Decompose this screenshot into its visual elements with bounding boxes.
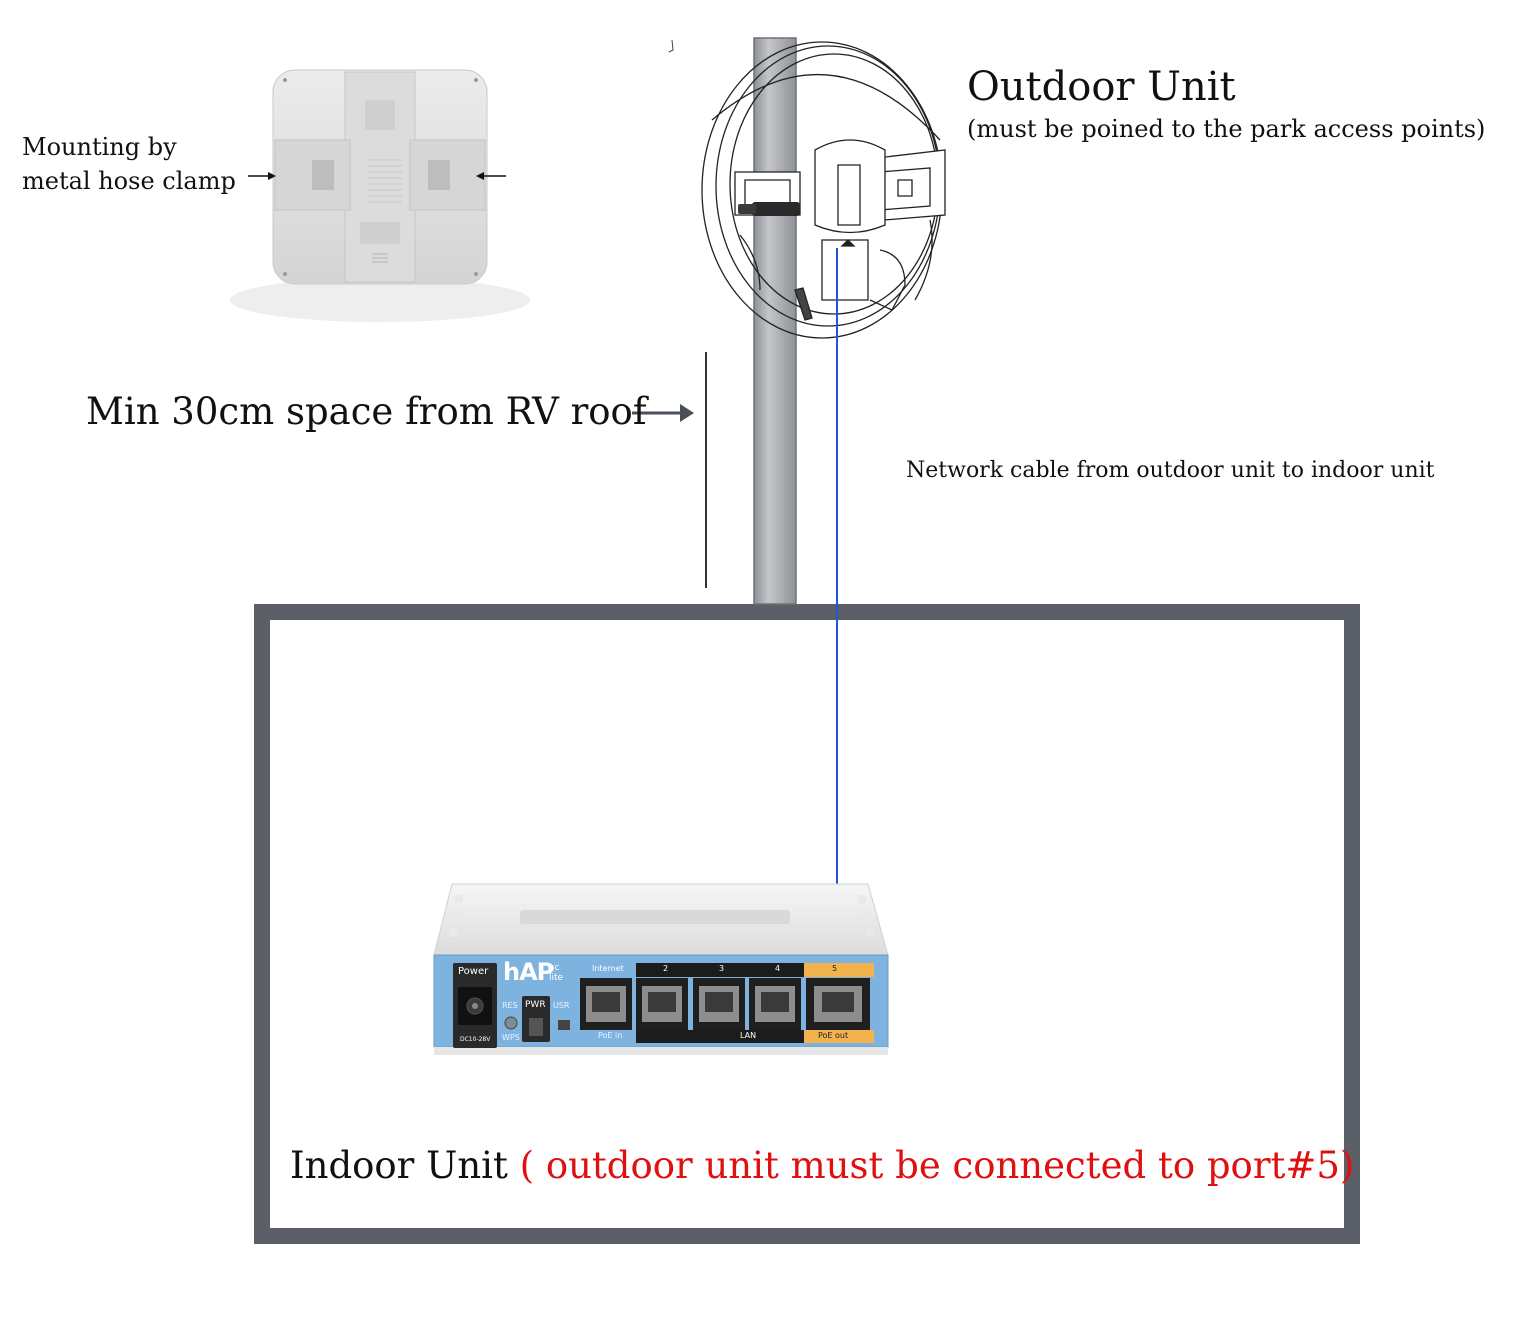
router-port-3-label: 3: [719, 964, 725, 973]
arrow-right-icon: [248, 172, 276, 180]
indoor-unit-caption: Indoor Unit ( outdoor unit must be conne…: [290, 1141, 1354, 1191]
top-tick-mark: [668, 39, 674, 53]
router-port-2-label: 2: [663, 964, 669, 973]
arrow-left-icon: [476, 172, 506, 180]
network-cable-label: Network cable from outdoor unit to indoo…: [906, 458, 1435, 483]
mounting-label-line1: Mounting by: [22, 133, 177, 161]
router-power-label: Power: [458, 966, 489, 977]
min-space-label: Min 30cm space from RV roof: [86, 390, 647, 433]
router-internet-label: Internet: [592, 964, 624, 973]
router-res-label: RES: [502, 1001, 518, 1010]
router-wps-label: WPS: [502, 1033, 520, 1042]
router-pwr-label: PWR: [525, 1000, 546, 1010]
router-model-sub-bottom: lite: [549, 973, 564, 983]
router-poe-out-label: PoE out: [818, 1031, 849, 1040]
outdoor-unit-subtitle: (must be poined to the park access point…: [967, 115, 1486, 143]
dish-antenna-icon: [701, 41, 946, 339]
router-dc-label: DC10-28V: [460, 1036, 491, 1043]
mounting-label-line2: metal hose clamp: [22, 167, 236, 195]
indoor-enclosure: [254, 604, 1360, 1244]
mounting-label: Mounting by metal hose clamp: [22, 130, 236, 198]
router-usr-label: USR: [553, 1001, 570, 1010]
indoor-unit-label: Indoor Unit: [290, 1144, 508, 1187]
router-model-sub-top: ac: [549, 963, 560, 973]
router-port-4-label: 4: [775, 964, 781, 973]
hose-clamp: [752, 202, 800, 216]
indoor-unit-note: ( outdoor unit must be connected to port…: [519, 1144, 1355, 1187]
mast-pole: [753, 37, 797, 605]
router-model-sub: ac lite: [549, 963, 563, 983]
router-poe-in-label: PoE in: [598, 1031, 623, 1040]
outdoor-antenna-icon: [230, 69, 530, 322]
outdoor-unit-title: Outdoor Unit: [967, 64, 1236, 110]
min-space-arrow-icon: [632, 404, 694, 422]
hose-clamp-screw: [738, 204, 756, 214]
router-model-logo: hAP: [503, 958, 554, 986]
router-port-5-label: 5: [832, 964, 838, 973]
router-icon: [433, 883, 889, 1055]
router-lan-label: LAN: [740, 1031, 757, 1040]
